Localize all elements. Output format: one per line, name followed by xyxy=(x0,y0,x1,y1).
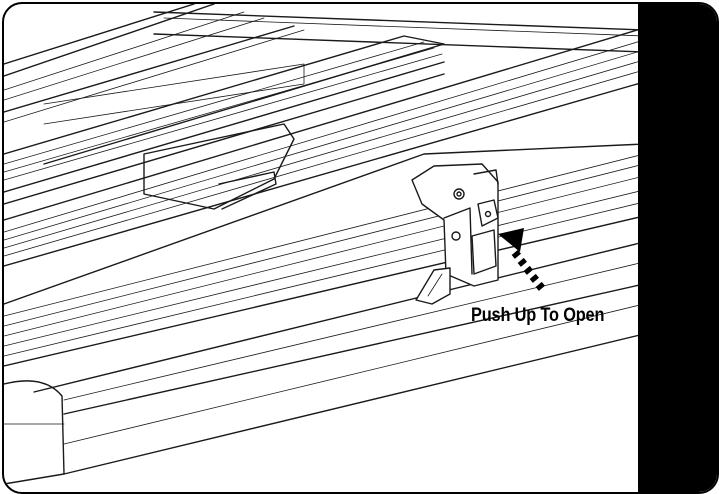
push-up-callout: Push Up To Open xyxy=(471,305,605,326)
roof-rack-illustration xyxy=(4,4,645,485)
side-panel xyxy=(638,4,717,492)
push-up-arrow-icon xyxy=(498,228,545,291)
